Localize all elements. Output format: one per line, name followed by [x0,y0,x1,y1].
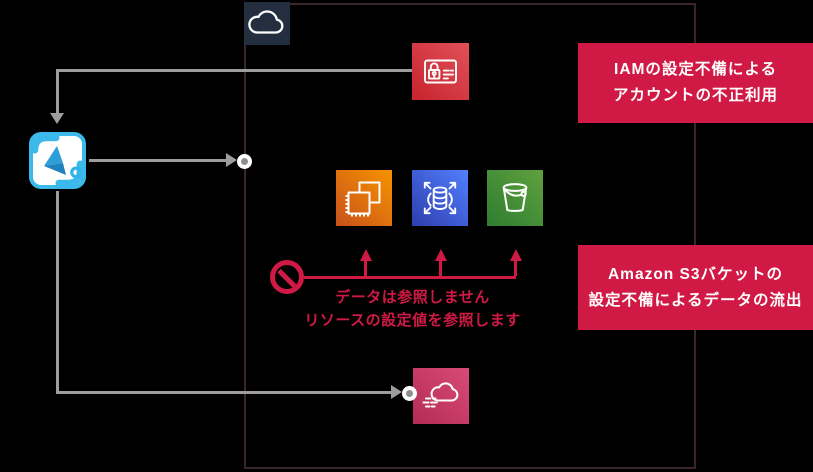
scanner-tool-icon [28,131,87,190]
arrowhead-right-icon [226,153,237,167]
banner-s3-risk: Amazon S3バケットの 設定不備によるデータの流出 [578,245,813,330]
banner-iam-risk: IAMの設定不備による アカウントの不正利用 [578,43,813,123]
aws-cloud-boundary [244,3,696,469]
connection-dot-cdn [402,385,417,401]
connection-dot-boundary [237,153,252,169]
banner-iam-line1: IAMの設定不備による [614,61,777,78]
red-arrowhead-up-icon [509,249,522,261]
content-delivery-icon [413,368,469,424]
arrow-iam-to-tool-vertical [56,69,59,113]
annotation-line-2: リソースの設定値を参照します [304,312,521,329]
arrow-tool-to-cdn-horizontal [56,391,391,394]
arrow-tool-to-cdn-vertical [56,191,59,393]
ec2-icon [336,170,392,226]
red-connector-line [304,275,516,279]
annotation-line-1: データは参照しません [335,289,490,306]
arrow-tool-to-boundary [89,159,226,162]
red-stem-ec2 [364,261,367,276]
rds-icon [412,170,468,226]
banner-s3-line1: Amazon S3バケットの [607,265,784,283]
arrow-iam-to-tool-horizontal [57,69,412,72]
banner-iam-line2: アカウントの不正利用 [612,87,778,104]
s3-bucket-icon [487,170,543,226]
banner-s3-line2: 設定不備によるデータの流出 [588,291,803,309]
arrowhead-down-icon [50,113,64,124]
red-stem-s3 [514,261,517,276]
aws-cloud-icon [244,2,290,45]
arrowhead-right-icon [391,385,402,399]
red-arrowhead-up-icon [434,249,447,261]
red-stem-rds [439,261,442,276]
iam-icon [412,43,469,100]
prohibition-icon [270,260,304,294]
red-arrowhead-up-icon [359,249,372,261]
